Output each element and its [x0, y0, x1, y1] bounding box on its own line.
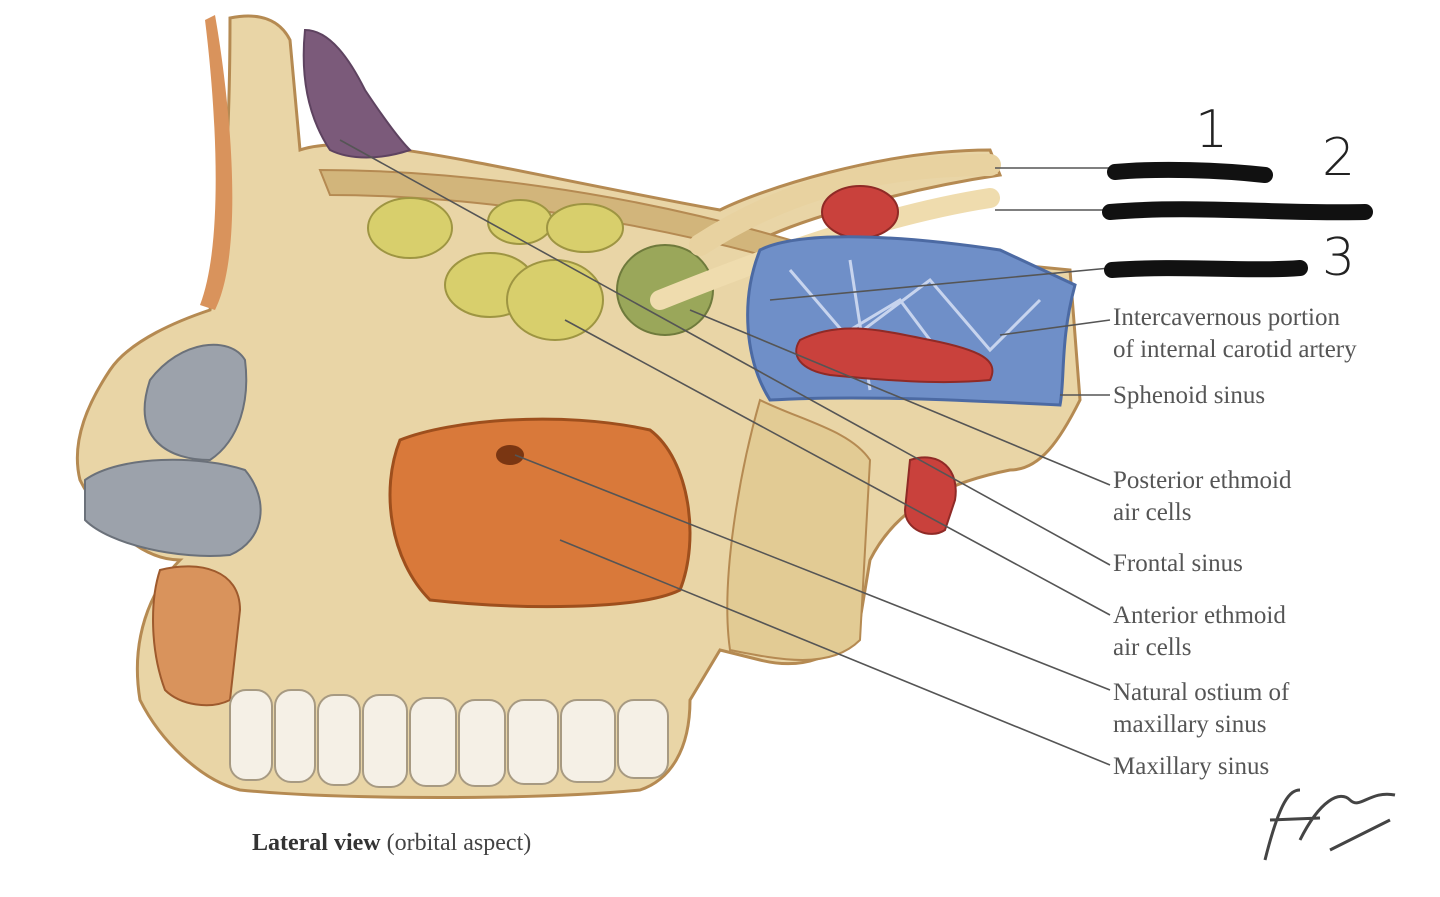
figure-caption: Lateral view (orbital aspect) [252, 830, 531, 857]
redaction-marks [1102, 161, 1373, 278]
label-natural-ostium: Natural ostium of maxillary sinus [1113, 679, 1290, 738]
caption-rest: (orbital aspect) [380, 830, 532, 856]
carotid-artery-lower [903, 456, 957, 535]
leader-lines [339, 139, 1111, 766]
caption-bold: Lateral view [252, 830, 381, 856]
signature-mark [1263, 788, 1396, 861]
carotid-artery-top [821, 185, 899, 239]
intercavernous-artery [795, 327, 994, 384]
label-maxillary-sinus: Maxillary sinus [1113, 753, 1270, 780]
nasal-cartilage-upper [143, 343, 248, 462]
label-sphenoid-sinus: Sphenoid sinus [1113, 382, 1266, 409]
label-anterior-ethmoid: Anterior ethmoid air cells [1113, 602, 1286, 661]
maxillary-sinus-shape [388, 417, 692, 609]
ethmoid-cell [506, 259, 604, 341]
ethmoid-cell [367, 197, 453, 259]
teeth [229, 689, 669, 788]
ethmoid-cell [546, 203, 624, 253]
handwritten-number-2: 2 [1322, 128, 1356, 188]
handwritten-number-1: 1 [1195, 100, 1229, 160]
label-frontal-sinus: Frontal sinus [1113, 550, 1243, 577]
forehead-skin [200, 15, 233, 310]
nasal-cartilage-lower [84, 458, 262, 557]
nasal-vestibule [152, 565, 242, 707]
label-intercavernous: Intercavernous portion of internal carot… [1113, 304, 1357, 363]
handwritten-number-3: 3 [1322, 228, 1356, 288]
frontal-sinus-shape [302, 28, 412, 159]
label-posterior-ethmoid: Posterior ethmoid air cells [1113, 467, 1292, 526]
optic-nerve [689, 154, 1001, 256]
maxillary-ostium [496, 445, 524, 465]
ethmoid-cell [487, 199, 553, 245]
